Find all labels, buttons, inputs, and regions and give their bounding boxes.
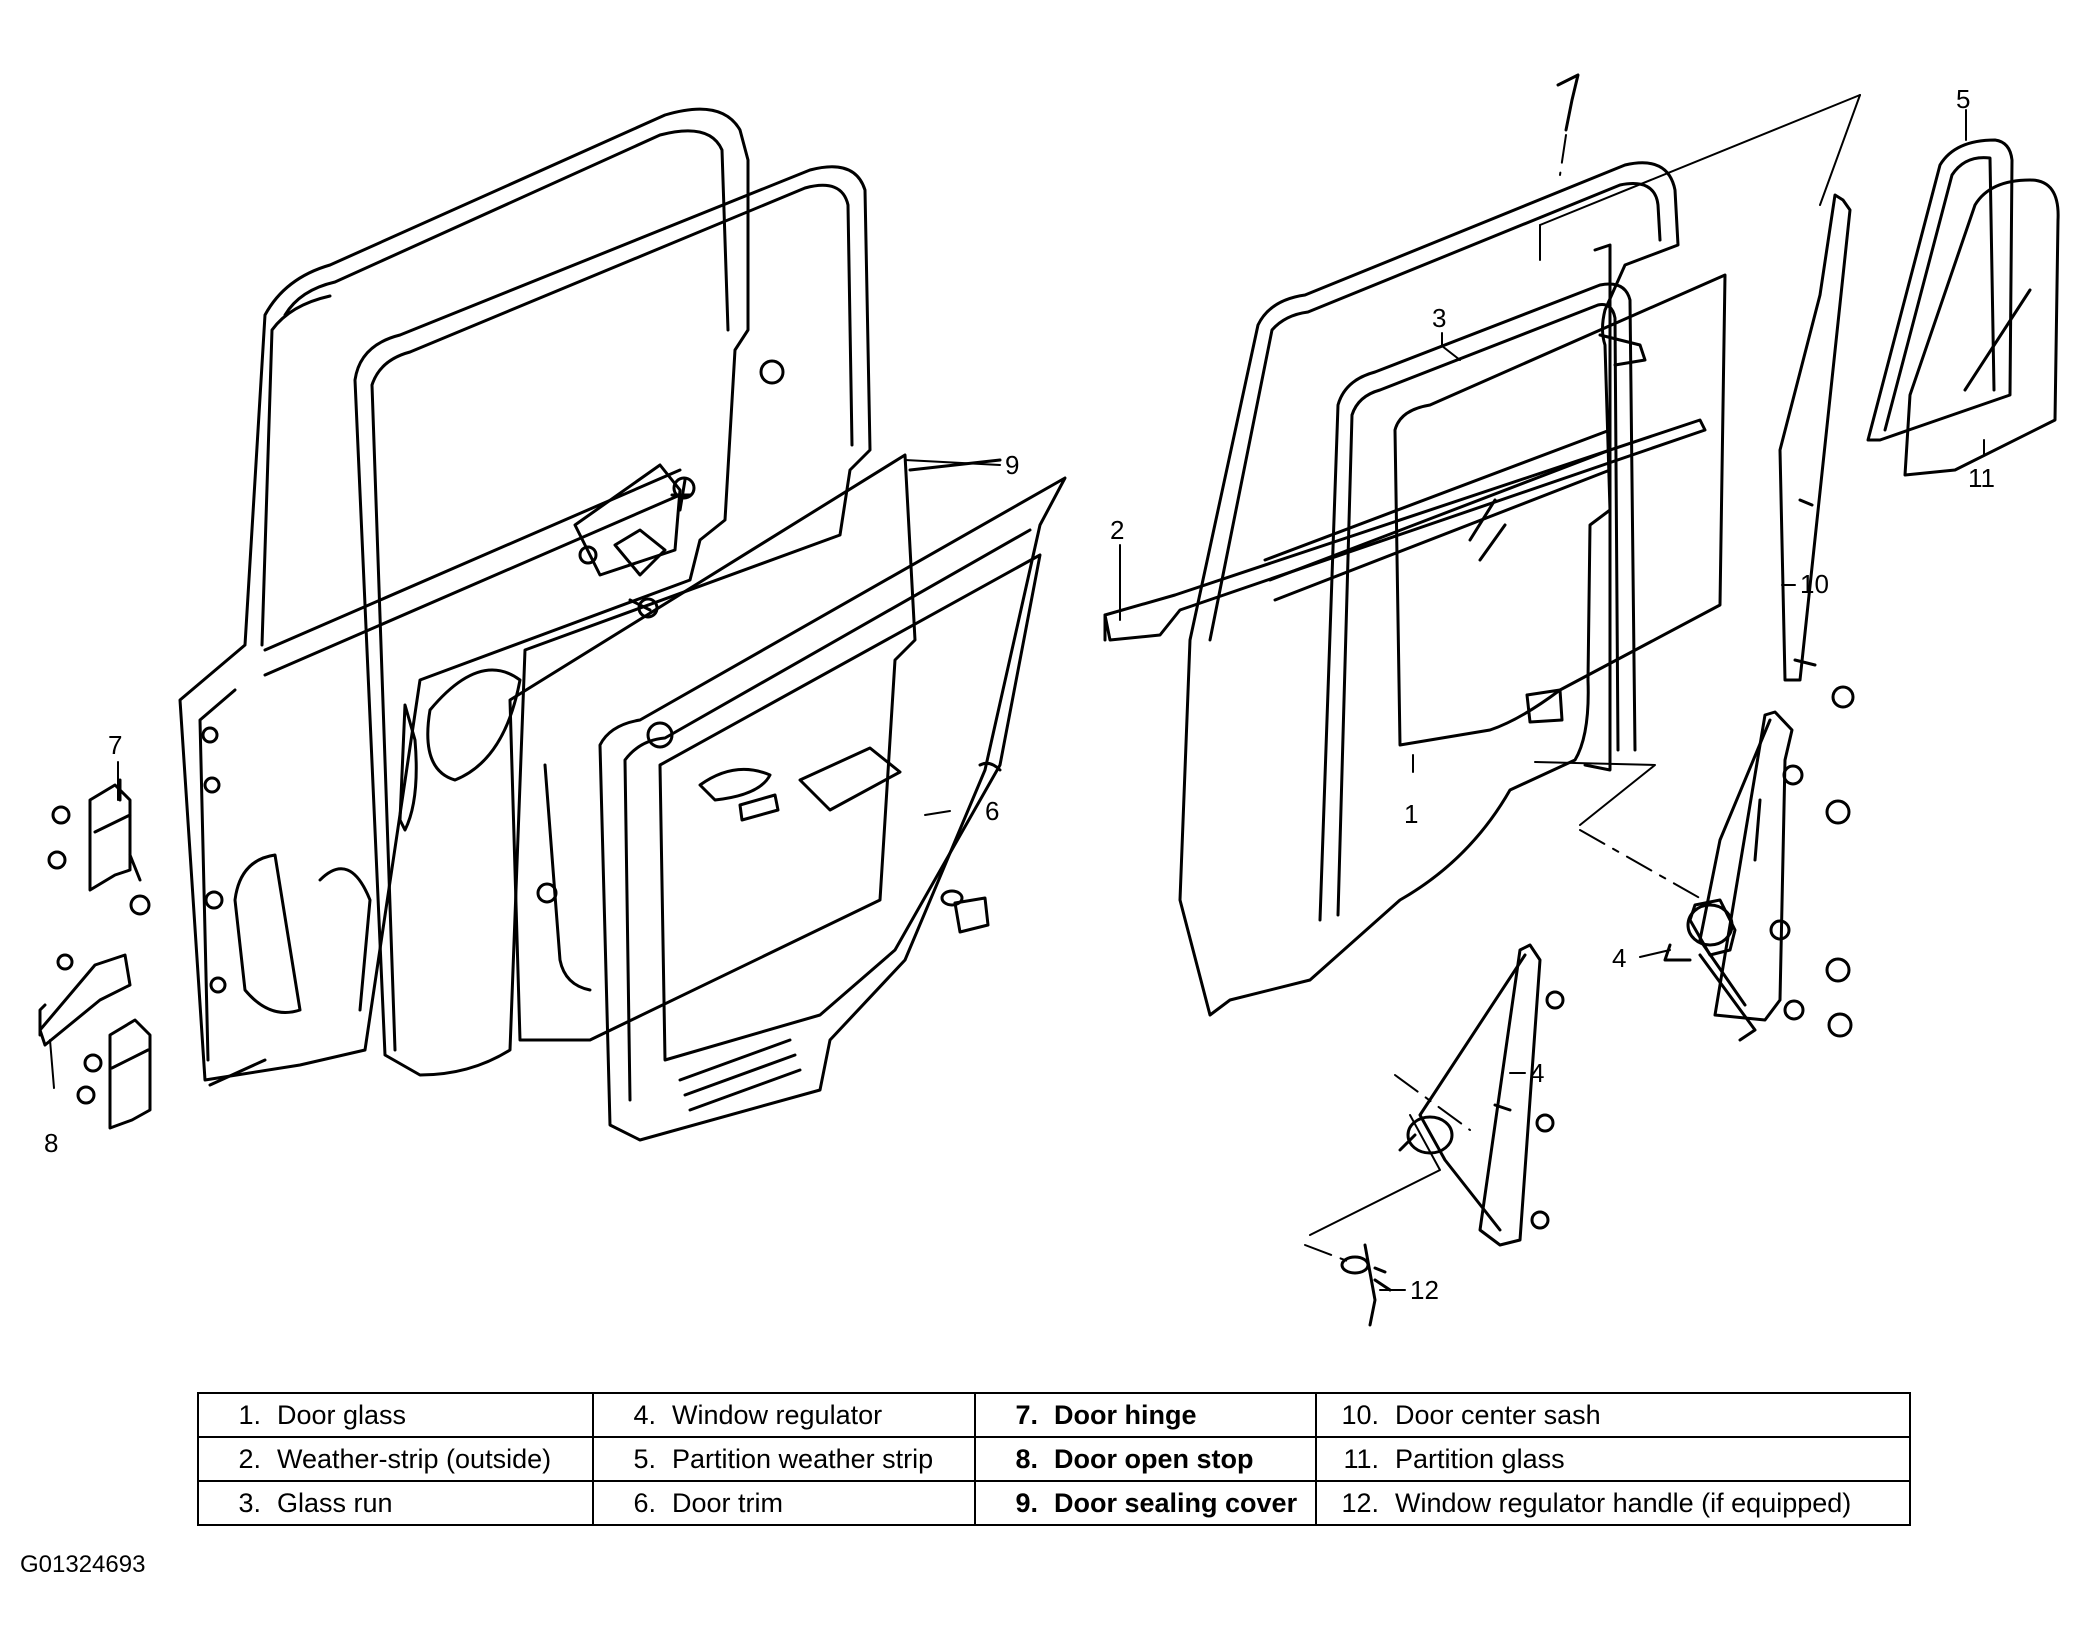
- callout-labels: 1 2 3 4 4 5 6 7 8 9 10 11 12: [44, 84, 1995, 1305]
- legend-row: 1.Door glass 4.Window regulator 7.Door h…: [197, 1392, 1911, 1438]
- callout-leaders: [49, 109, 1985, 1291]
- screws: [1556, 73, 1580, 132]
- exploded-door-diagram: 1 2 3 4 4 5 6 7 8 9 10 11 12: [38, 73, 2060, 1327]
- callout-5: 5: [1956, 84, 1970, 114]
- partition-glass: [1903, 178, 2060, 477]
- legend-cell: 10.Door center sash: [1315, 1392, 1911, 1438]
- callout-4-power: 4: [1612, 943, 1626, 973]
- alignment-lines: [1304, 134, 1713, 1263]
- callout-4-manual: 4: [1530, 1058, 1544, 1088]
- glass-run: [1178, 161, 1680, 1017]
- legend-cell: 2.Weather-strip (outside): [197, 1436, 594, 1482]
- legend-cell: 8.Door open stop: [974, 1436, 1317, 1482]
- partition-weather-strip: [1866, 138, 2014, 442]
- legend-cell: 6.Door trim: [592, 1480, 976, 1526]
- legend-cell: 7.Door hinge: [974, 1392, 1317, 1438]
- window-regulator-power: [1663, 710, 1853, 1042]
- legend-cell: 5.Partition weather strip: [592, 1436, 976, 1482]
- callout-11: 11: [1968, 463, 1995, 493]
- legend-row: 3.Glass run 6.Door trim 9.Door sealing c…: [197, 1480, 1911, 1526]
- callout-2: 2: [1110, 515, 1124, 545]
- legend-cell: 3.Glass run: [197, 1480, 594, 1526]
- callout-1: 1: [1404, 799, 1418, 829]
- callout-9: 9: [1005, 450, 1019, 480]
- window-regulator-handle: [1340, 1243, 1392, 1327]
- door-trim: [598, 476, 1067, 1142]
- legend-row: 2.Weather-strip (outside) 5.Partition we…: [197, 1436, 1911, 1482]
- legend-cell: 4.Window regulator: [592, 1392, 976, 1438]
- callout-8: 8: [44, 1128, 58, 1158]
- door-frame-inner: [318, 165, 872, 1077]
- door-glass: [1393, 273, 1727, 747]
- door-hinge: [47, 778, 152, 1130]
- legend-cell: 12.Window regulator handle (if equipped): [1315, 1480, 1911, 1526]
- callout-12: 12: [1410, 1275, 1439, 1305]
- callout-10: 10: [1800, 569, 1829, 599]
- assembly-lines: [1309, 94, 1861, 1236]
- legend-cell: 9.Door sealing cover: [974, 1480, 1317, 1526]
- figure-code: G01324693: [20, 1551, 146, 1578]
- door-shell: [178, 107, 750, 1087]
- window-regulator-manual: [1398, 943, 1565, 1247]
- parts-legend: 1.Door glass 4.Window regulator 7.Door h…: [197, 1392, 1911, 1526]
- callout-6: 6: [985, 796, 999, 826]
- legend-cell: 1.Door glass: [197, 1392, 594, 1438]
- weather-strip-outside: [1103, 418, 1707, 642]
- door-center-sash: [1778, 193, 1855, 709]
- door-open-stop: [38, 953, 132, 1047]
- legend-cell: 11.Partition glass: [1315, 1436, 1911, 1482]
- callout-3: 3: [1432, 303, 1446, 333]
- callout-7: 7: [108, 730, 122, 760]
